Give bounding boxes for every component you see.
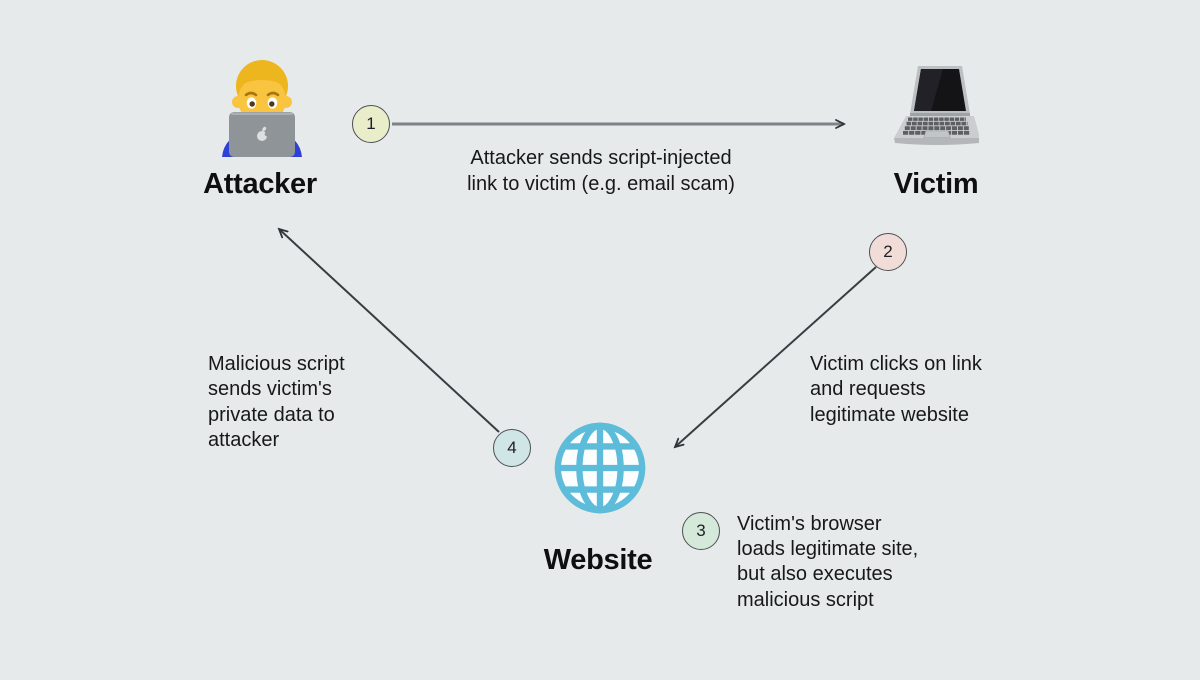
step-1-description: Attacker sends script-injected link to v… — [467, 147, 735, 195]
globe-icon — [554, 422, 646, 514]
step-2-badge: 2 — [869, 233, 907, 271]
victim-label: Victim — [893, 168, 979, 200]
attacker-node — [212, 52, 312, 157]
victim-node — [893, 63, 979, 155]
attacker-label: Attacker — [203, 168, 317, 200]
step-2-number: 2 — [883, 242, 893, 261]
step-3-description: Victim's browser loads legitimate site, … — [737, 513, 919, 611]
step-4-badge: 4 — [493, 429, 531, 467]
laptop-icon — [894, 66, 979, 145]
step-4-number: 4 — [507, 438, 517, 457]
step-2-description: Victim clicks on link and requests legit… — [810, 353, 982, 426]
step-4-description: Malicious script sends victim's private … — [208, 353, 345, 452]
man-technologist-icon — [222, 60, 302, 157]
website-node — [551, 419, 649, 517]
step-3-number: 3 — [696, 521, 706, 540]
step-1-badge: 1 — [352, 105, 390, 143]
website-label: Website — [543, 544, 653, 576]
step-1-number: 1 — [366, 114, 376, 133]
step-3-badge: 3 — [682, 512, 720, 550]
